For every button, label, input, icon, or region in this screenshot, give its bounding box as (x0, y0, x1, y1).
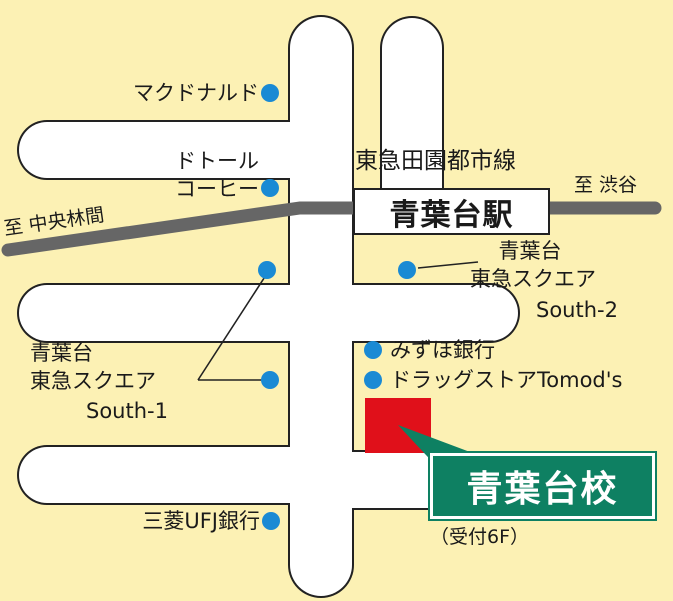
landmark-dots (258, 84, 416, 530)
leader-lines (197, 261, 479, 381)
mcdonalds-dot (261, 84, 279, 102)
south1-label-line1: 青葉台 (30, 341, 93, 365)
south1-label-line3: South-1 (86, 399, 168, 423)
doutor-dot (261, 179, 279, 197)
mizuho-label: みずほ銀行 (390, 338, 495, 362)
south2-label-line1: 青葉台 (498, 239, 562, 263)
south2-label-line3: South-2 (536, 298, 618, 322)
mufg-label: 三菱UFJ銀行 (142, 509, 260, 533)
school-name: 青葉台校 (428, 451, 657, 521)
south1-label-line2: 東急スクエア (30, 369, 156, 393)
drugstore-label: ドラッグストアTomod's (390, 368, 623, 392)
railway-line-name: 東急田園都市線 (355, 148, 516, 174)
south2-dot (398, 261, 416, 279)
road-fills (19, 17, 518, 596)
doutor-label-line1: ドトール (175, 149, 259, 173)
mcdonalds-label: マクドナルド (133, 81, 259, 105)
mufg-dot (262, 512, 280, 530)
mizuho-dot (364, 341, 382, 359)
drugstore-dot (364, 371, 382, 389)
south1-north-dot (258, 261, 276, 279)
direction-right-label: 至 渋谷 (574, 174, 638, 196)
doutor-label-line2: コーヒー (175, 177, 259, 201)
south2-label-line2: 東急スクエア (470, 267, 596, 291)
school-floor-note: （受付6F） (430, 526, 530, 548)
south1-dot (261, 371, 279, 389)
station-name: 青葉台駅 (353, 188, 550, 235)
